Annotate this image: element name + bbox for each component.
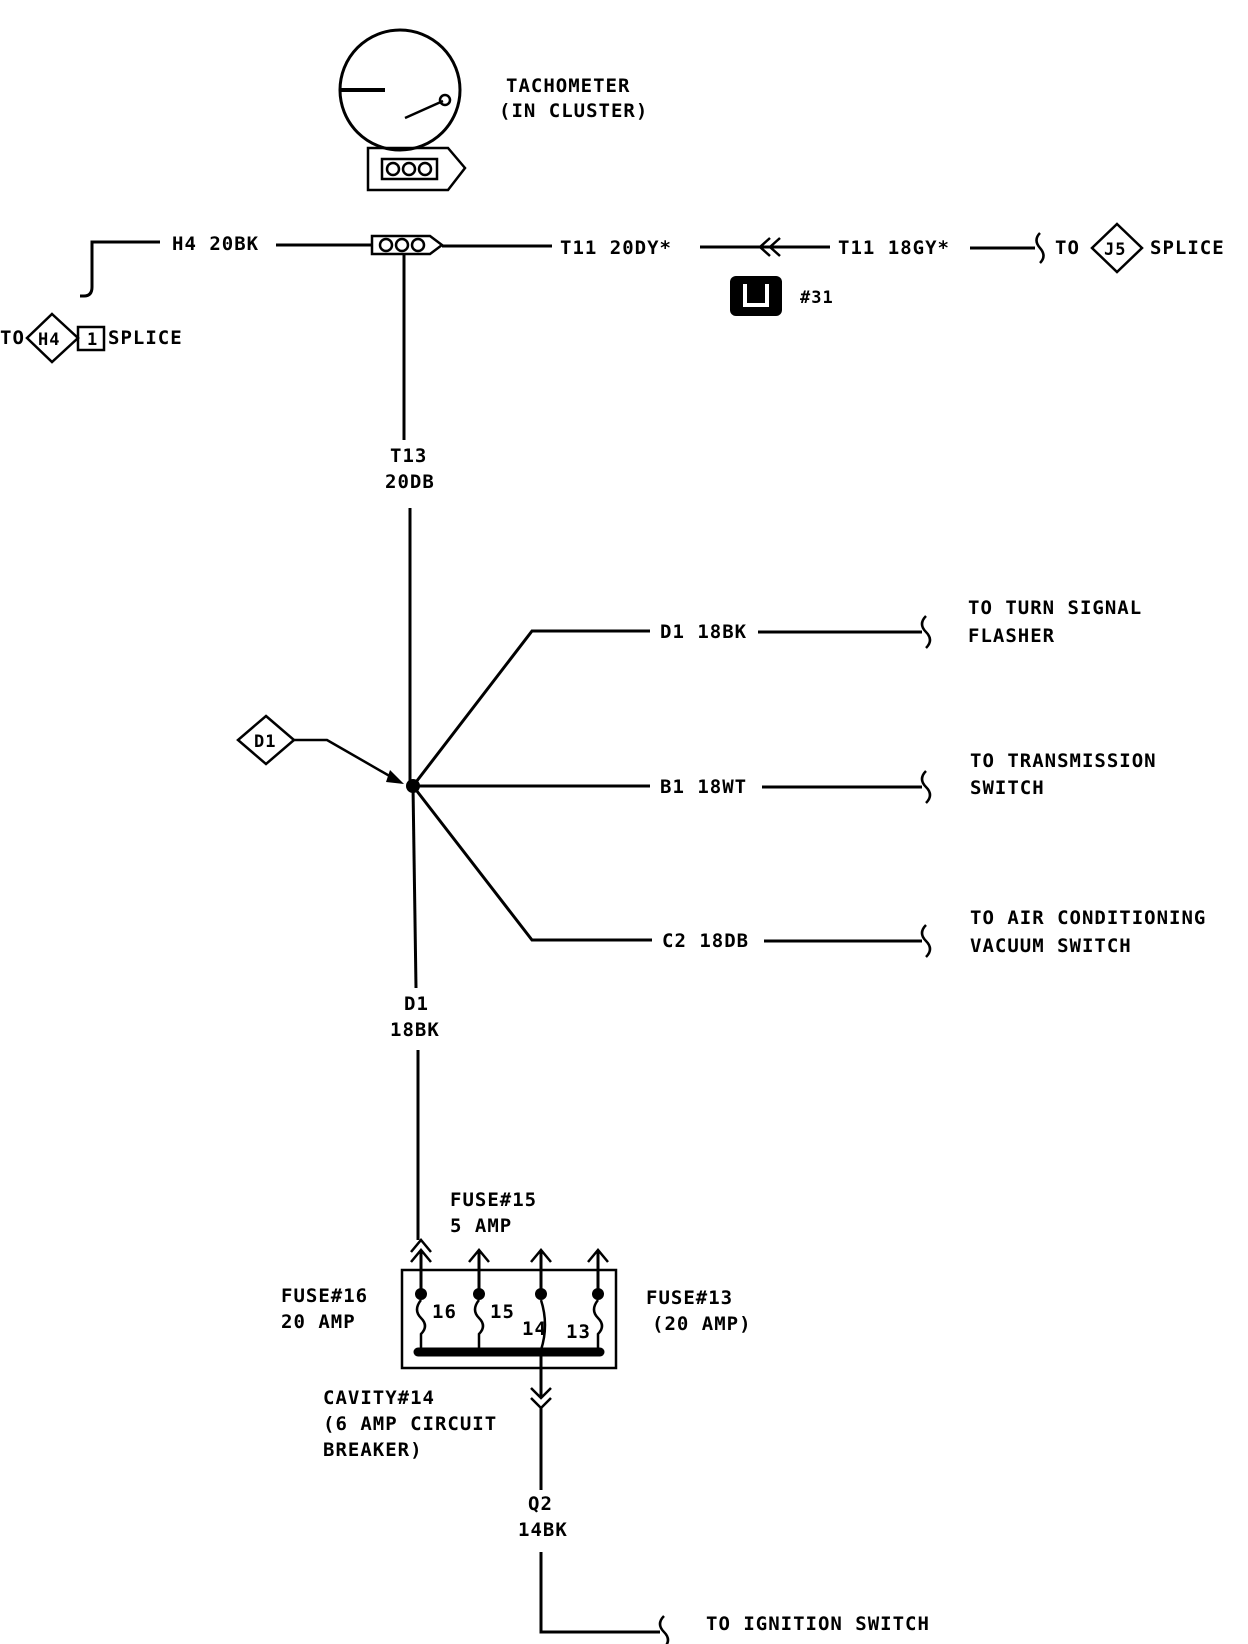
fuse-num-13: 13 xyxy=(566,1321,591,1343)
wire-h4-label: H4 20BK xyxy=(172,233,259,255)
tachometer-gauge-icon xyxy=(338,28,467,192)
inline-connector-icon xyxy=(758,237,781,257)
to-j5-label: TO xyxy=(1055,237,1080,259)
wire-c2-label: C2 18DB xyxy=(662,930,749,952)
fuse13-label-1: FUSE#13 xyxy=(646,1287,733,1309)
h4-splice-label: SPLICE xyxy=(108,327,183,349)
fuse-num-16: 16 xyxy=(432,1301,457,1323)
cavity-label-3: BREAKER) xyxy=(323,1439,423,1461)
fuse16-label-2: 20 AMP xyxy=(281,1311,356,1333)
wire-t13-gauge: 20DB xyxy=(385,471,435,493)
j5-tag: J5 xyxy=(1104,240,1126,260)
dest-turn-signal-2: FLASHER xyxy=(968,625,1055,647)
cavity-label-2: (6 AMP CIRCUIT xyxy=(323,1413,497,1435)
wire-q2-code: Q2 xyxy=(528,1493,553,1515)
to-h4-label: TO xyxy=(0,327,25,349)
wire-b1-label: B1 18WT xyxy=(660,776,747,798)
wire-d1-upper-label: D1 18BK xyxy=(660,621,747,643)
dest-transmission-2: SWITCH xyxy=(970,777,1045,799)
wire-d1-code: D1 xyxy=(404,993,429,1015)
cavity-label-1: CAVITY#14 xyxy=(323,1387,435,1409)
d1-diamond-icon xyxy=(236,714,296,766)
wire-d1-gauge: 18BK xyxy=(390,1019,440,1041)
wire-t11-right-label: T11 18GY* xyxy=(838,237,950,259)
d1-tag: D1 xyxy=(254,732,276,752)
tachometer-subtitle: (IN CLUSTER) xyxy=(499,100,648,122)
dest-transmission-1: TO TRANSMISSION xyxy=(970,750,1157,772)
h4-diamond-icon xyxy=(25,312,80,364)
tachometer-title: TACHOMETER xyxy=(506,75,630,97)
fuse-num-14: 14 xyxy=(522,1318,547,1340)
fuse15-label-2: 5 AMP xyxy=(450,1215,512,1237)
h4-tag: H4 xyxy=(38,330,60,350)
ground-reference-label: #31 xyxy=(800,288,834,308)
ground-reference-icon xyxy=(730,276,782,316)
fuse16-label-1: FUSE#16 xyxy=(281,1285,368,1307)
wire-t11-left-label: T11 20DY* xyxy=(560,237,672,259)
fuse-num-15: 15 xyxy=(490,1301,515,1323)
j5-splice-label: SPLICE xyxy=(1150,237,1225,259)
wire-q2-gauge: 14BK xyxy=(518,1519,568,1541)
j5-diamond-icon xyxy=(1090,222,1144,274)
fuse-block-icon xyxy=(400,1238,618,1410)
dest-turn-signal-1: TO TURN SIGNAL xyxy=(968,597,1142,619)
wire-t13-code: T13 xyxy=(390,445,427,467)
dest-ac-2: VACUUM SWITCH xyxy=(970,935,1132,957)
fuse15-label-1: FUSE#15 xyxy=(450,1189,537,1211)
tach-connector-icon xyxy=(370,234,445,256)
dest-ac-1: TO AIR CONDITIONING xyxy=(970,907,1206,929)
h4-sub-tag: 1 xyxy=(87,330,98,350)
fuse13-label-2: (20 AMP) xyxy=(652,1313,752,1335)
dest-ignition: TO IGNITION SWITCH xyxy=(706,1613,930,1635)
